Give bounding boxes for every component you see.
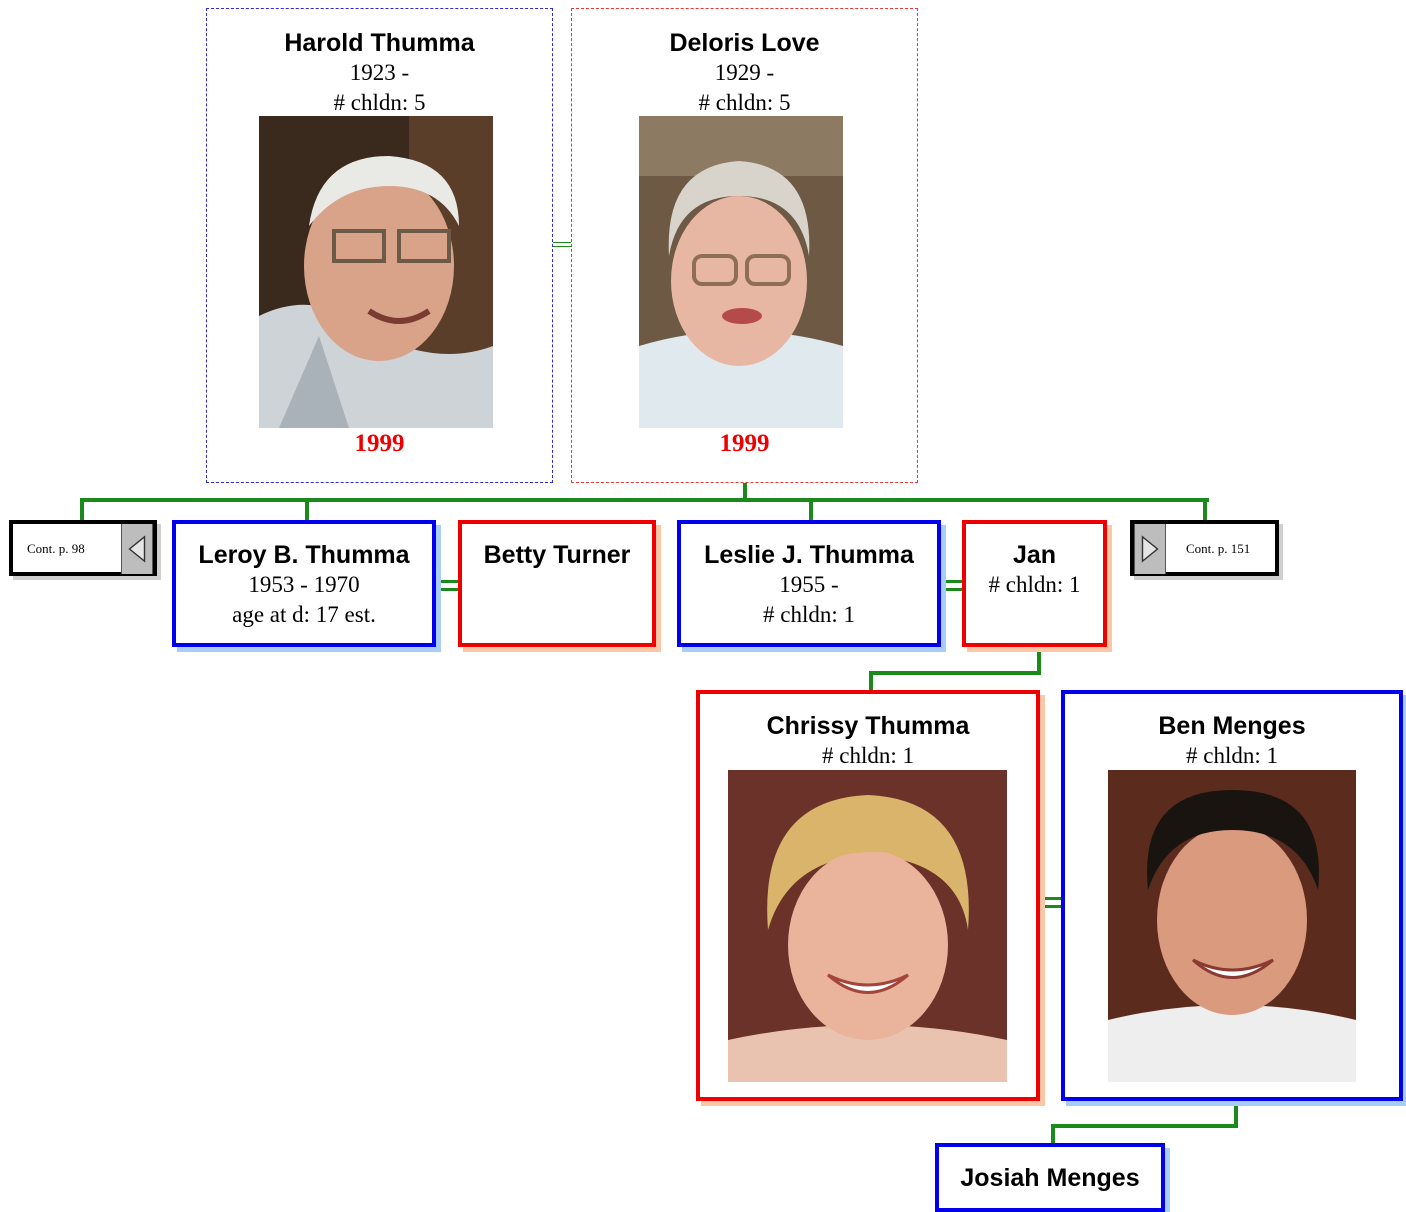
person-photo (639, 116, 843, 428)
drop-line-cont-right (1203, 498, 1207, 520)
marriage-connector-leroy-betty (440, 580, 458, 592)
drop-line-leroy (305, 498, 309, 520)
person-box-chrissy[interactable]: Chrissy Thumma # chldn: 1 (696, 690, 1040, 1101)
person-photo (259, 116, 493, 428)
person-box-leslie[interactable]: Leslie J. Thumma 1955 - # chldn: 1 (677, 520, 941, 647)
chrissy-link-line (869, 671, 1041, 675)
person-photo (1108, 770, 1356, 1082)
marriage-connector-harold-deloris (553, 242, 571, 247)
person-box-betty[interactable]: Betty Turner (458, 520, 656, 647)
person-box-deloris[interactable]: Deloris Love 1929 - # chldn: 5 1999 (571, 8, 918, 483)
continuation-left[interactable]: Cont. p. 98 (9, 520, 157, 576)
person-box-leroy[interactable]: Leroy B. Thumma 1953 - 1970 age at d: 17… (172, 520, 436, 647)
person-children-count: # chldn: 1 (763, 602, 855, 627)
ben-drop-line (1234, 1106, 1238, 1128)
person-box-jan[interactable]: Jan # chldn: 1 (962, 520, 1107, 647)
person-children-count: # chldn: 1 (1186, 743, 1278, 768)
person-box-harold[interactable]: Harold Thumma 1923 - # chldn: 5 1999 (206, 8, 553, 483)
person-name: Chrissy Thumma (766, 712, 970, 740)
chrissy-drop-line (869, 671, 873, 691)
continuation-right[interactable]: Cont. p. 151 (1130, 520, 1279, 576)
jan-drop-line (1037, 648, 1041, 674)
person-children-count: # chldn: 1 (988, 572, 1081, 597)
person-name: Harold Thumma (284, 29, 475, 57)
arrow-left-icon[interactable] (121, 524, 153, 574)
person-dates: 1923 - (349, 60, 410, 85)
person-name: Leroy B. Thumma (198, 541, 410, 569)
person-name: Josiah Menges (960, 1164, 1140, 1192)
person-name: Jan (1012, 541, 1057, 569)
person-name: Ben Menges (1158, 712, 1306, 740)
person-children-count: # chldn: 5 (333, 90, 426, 115)
person-name: Deloris Love (669, 29, 820, 57)
photo-year: 1999 (354, 430, 405, 457)
photo-year: 1999 (719, 430, 770, 457)
arrow-right-icon[interactable] (1134, 524, 1166, 574)
person-box-ben[interactable]: Ben Menges # chldn: 1 (1061, 690, 1403, 1101)
continuation-label: Cont. p. 151 (1186, 541, 1251, 556)
person-dates: 1953 - 1970 (248, 572, 360, 597)
continuation-label: Cont. p. 98 (27, 541, 85, 556)
drop-line-leslie (809, 498, 813, 520)
siblings-line (80, 498, 1209, 502)
person-age-at-death: age at d: 17 est. (232, 602, 376, 627)
person-dates: 1955 - (779, 572, 839, 597)
person-photo (728, 770, 1007, 1082)
person-children-count: # chldn: 5 (698, 90, 791, 115)
person-name: Betty Turner (483, 541, 631, 569)
josiah-drop-line (1051, 1124, 1055, 1144)
josiah-link-line (1051, 1124, 1238, 1128)
drop-line-cont-left (80, 498, 84, 520)
person-children-count: # chldn: 1 (822, 743, 914, 768)
person-dates: 1929 - (714, 60, 775, 85)
person-name: Leslie J. Thumma (704, 541, 914, 569)
marriage-connector-leslie-jan (944, 580, 962, 592)
person-box-josiah[interactable]: Josiah Menges (935, 1143, 1165, 1212)
parents-drop-line (743, 481, 747, 500)
marriage-connector-chrissy-ben (1042, 897, 1061, 909)
